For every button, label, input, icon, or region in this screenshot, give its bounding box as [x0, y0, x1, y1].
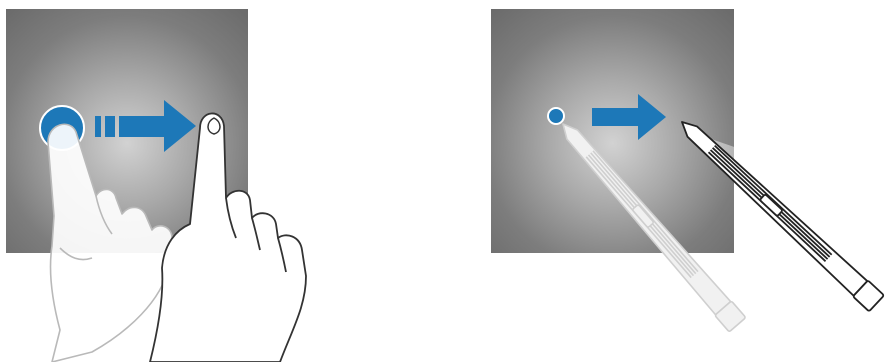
touch-point-icon — [548, 108, 564, 124]
right-arrow-icon — [592, 94, 666, 140]
